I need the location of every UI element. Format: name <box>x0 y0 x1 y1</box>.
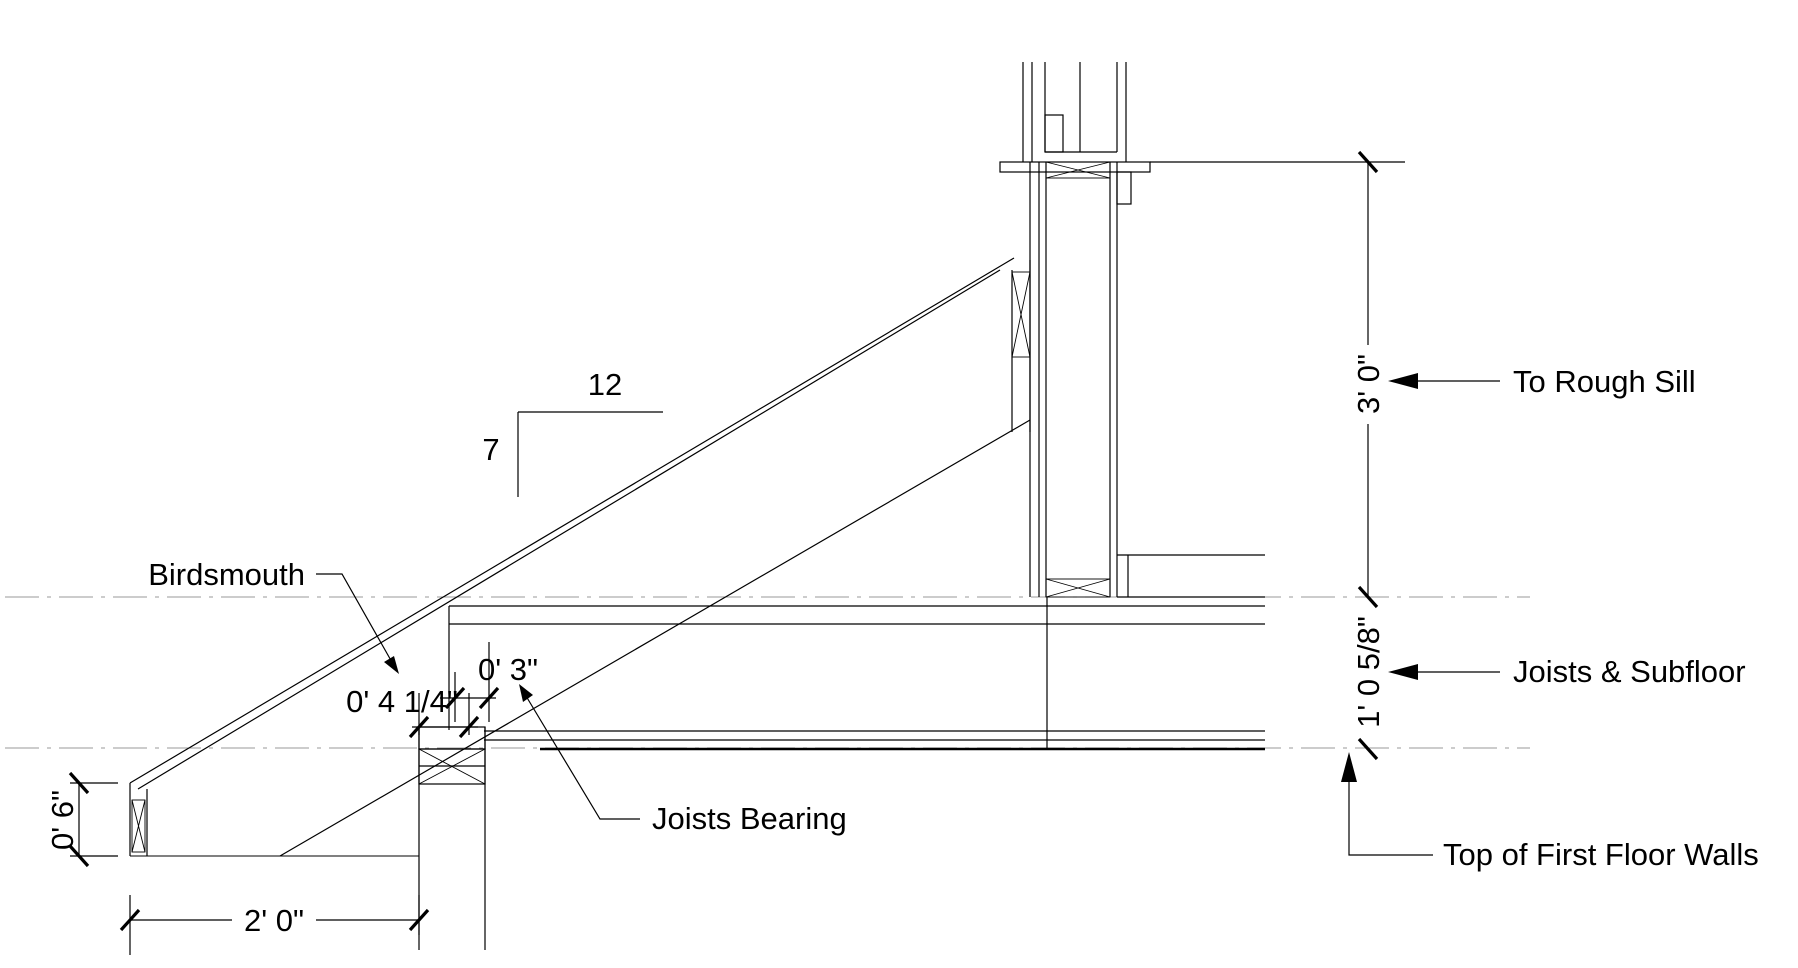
joists-subfloor-callout: Joists & Subfloor <box>1513 654 1746 689</box>
overhang-dimension: 2' 0" <box>119 895 430 955</box>
callouts: Birdsmouth Joists Bearing To Rough Sill … <box>148 364 1759 872</box>
birdsmouth-callout: Birdsmouth <box>148 557 305 592</box>
pitch-rise-label: 7 <box>482 432 499 467</box>
birdsmouth-seat-label: 0' 4 1/4" <box>346 684 458 719</box>
pitch-run-label: 12 <box>588 367 622 402</box>
vertical-dimension: 3' 0" 1' 0 5/8" <box>1351 150 1386 761</box>
tail-height-label: 0' 6" <box>45 790 80 850</box>
top-first-floor-callout: Top of First Floor Walls <box>1443 837 1759 872</box>
centerlines <box>5 596 1530 749</box>
tail-height-dimension: 0' 6" <box>45 771 118 868</box>
first-floor-wall <box>418 726 486 950</box>
rafter <box>129 257 1031 857</box>
upper-wall <box>999 62 1405 598</box>
overhang-label: 2' 0" <box>244 903 304 938</box>
bearing-width-label: 0' 3" <box>478 652 538 687</box>
window-height-dimension: 3' 0" <box>1351 354 1386 414</box>
rough-sill-callout: To Rough Sill <box>1513 364 1696 399</box>
floor-system <box>448 597 1265 751</box>
joists-bearing-callout: Joists Bearing <box>652 801 847 836</box>
floor-depth-dimension: 1' 0 5/8" <box>1351 616 1386 728</box>
birdsmouth-dimensions: 0' 4 1/4" 0' 3" <box>346 642 538 739</box>
pitch-symbol: 12 7 <box>482 367 663 497</box>
